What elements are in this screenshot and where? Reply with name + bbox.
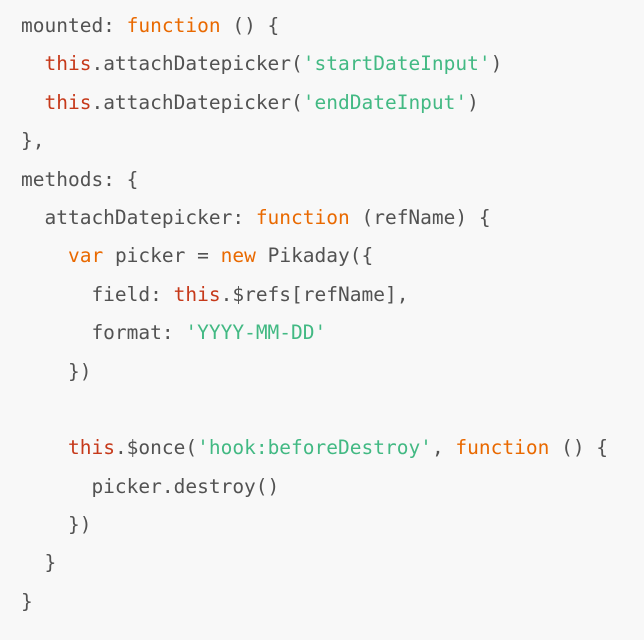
code-token-default: methods: { — [21, 167, 139, 191]
code-line: attachDatepicker: function (refName) { — [21, 199, 644, 237]
code-token-default: picker = — [103, 244, 221, 268]
code-token-default — [21, 91, 44, 114]
code-line: field: this.$refs[refName], — [21, 276, 644, 314]
code-token-default: .$once( — [114, 436, 198, 460]
code-line: methods: { — [21, 161, 644, 199]
code-token-default — [21, 52, 44, 75]
code-line: this.attachDatepicker('endDateInput') — [21, 84, 644, 122]
code-token-string: 'hook:beforeDestroy' — [197, 436, 432, 460]
code-token-this: this — [44, 90, 92, 114]
code-token-string: 'endDateInput' — [302, 90, 468, 114]
code-line — [21, 391, 644, 429]
code-token-default: field: — [21, 282, 174, 306]
code-token-default: }, — [21, 129, 45, 153]
code-token-default: } — [21, 551, 57, 575]
code-token-this: this — [173, 282, 221, 306]
code-token-default: }) — [21, 359, 92, 383]
code-token-default: (refName) { — [349, 205, 491, 229]
code-token-default: .attachDatepicker( — [91, 90, 303, 114]
code-token-default: () { — [549, 436, 609, 460]
code-token-keyword: function — [455, 436, 550, 460]
code-token-this: this — [67, 436, 115, 460]
code-token-default: picker.destroy() — [21, 474, 280, 498]
code-token-default: attachDatepicker: — [21, 205, 256, 229]
code-line: }) — [21, 353, 644, 391]
code-line: picker.destroy() — [21, 468, 644, 506]
code-line: this.attachDatepicker('startDateInput') — [21, 45, 644, 83]
code-token-default: mounted: — [21, 14, 127, 37]
code-token-default: ) — [467, 90, 479, 114]
code-line: this.$once('hook:beforeDestroy', functio… — [21, 429, 644, 467]
code-token-keyword: function — [126, 14, 221, 37]
code-token-keyword: var — [67, 244, 104, 268]
code-token-default: } — [21, 589, 33, 613]
code-token-default: ) — [490, 52, 503, 76]
code-token-keyword: function — [255, 205, 350, 229]
code-token-default: .attachDatepicker( — [91, 52, 303, 76]
code-token-keyword: new — [220, 244, 256, 268]
code-token-default — [21, 244, 68, 267]
code-line: format: 'YYYY-MM-DD' — [21, 314, 644, 352]
code-line: }, — [21, 122, 644, 160]
code-token-string: 'YYYY-MM-DD' — [185, 321, 327, 345]
code-token-default: .$refs[refName], — [220, 282, 409, 306]
code-token-default: () { — [220, 14, 280, 37]
code-token-default — [21, 436, 68, 459]
code-line: } — [21, 544, 644, 582]
code-token-default: Pikaday({ — [255, 244, 374, 268]
code-line: var picker = new Pikaday({ — [21, 237, 644, 275]
code-line: mounted: function () { — [21, 7, 644, 45]
code-token-this: this — [44, 52, 92, 76]
code-line: }) — [21, 506, 644, 544]
code-token-default: format: — [21, 321, 186, 345]
code-line: } — [21, 583, 644, 621]
code-token-string: 'startDateInput' — [302, 52, 491, 76]
code-token-default: }) — [21, 513, 92, 537]
code-token-default: , — [431, 436, 456, 460]
